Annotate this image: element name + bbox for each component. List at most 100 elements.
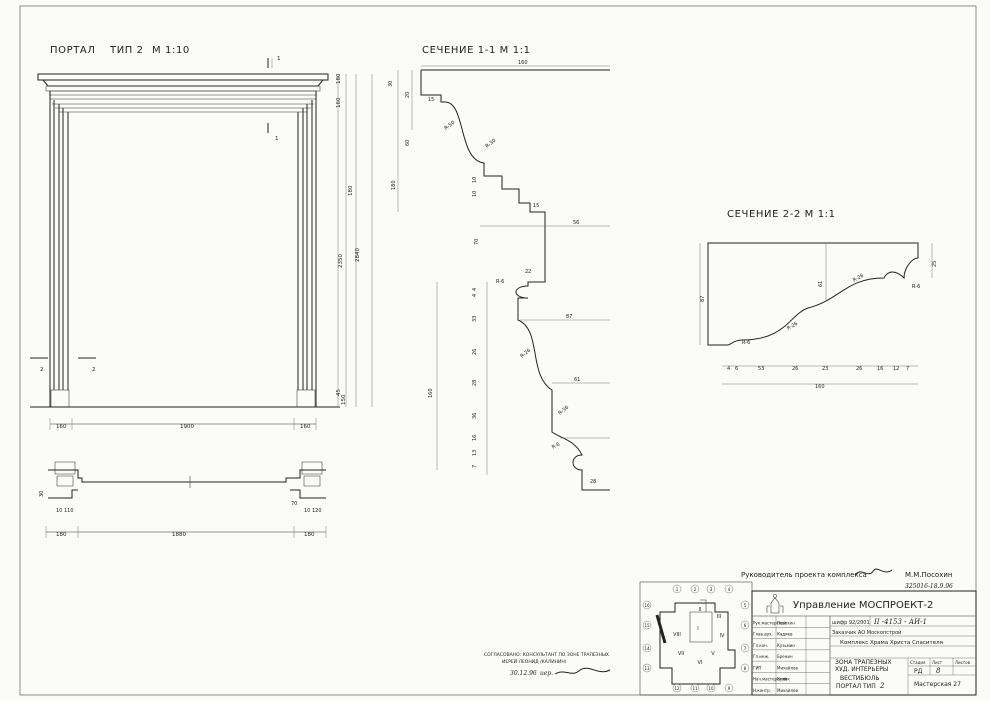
- section-22-title: СЕЧЕНИЕ 2-2 М 1:1: [727, 209, 836, 220]
- zone-IV: IV: [720, 633, 725, 639]
- plan-top-line: [48, 469, 326, 483]
- consultant-sign: иер.: [540, 670, 553, 677]
- section-22-profile: [707, 242, 919, 346]
- zone-V: V: [711, 651, 715, 657]
- plan-dim-10a: 10: [56, 508, 62, 514]
- s22-dim-87: 87: [700, 296, 706, 302]
- plan-dim-180-left: 180: [56, 532, 67, 538]
- plan-dim-70: 70: [291, 501, 297, 507]
- s11-dim-7: 7: [472, 465, 478, 468]
- cut-2-left-label: 2: [40, 367, 44, 373]
- left-plinth: [50, 389, 70, 408]
- consultant-date: 30.12.96: [510, 670, 537, 677]
- section-2-2: СЕЧЕНИЕ 2-2 М 1:1 87 61 25 R-26 R-6 R-26…: [699, 209, 938, 390]
- portal-scale: М 1:10: [152, 45, 190, 56]
- s11-dim-26: 26: [472, 349, 478, 355]
- role-title: Н.контр.: [753, 688, 771, 693]
- s22-dim-61: 61: [818, 281, 824, 287]
- portal-title: ПОРТАЛ: [50, 45, 96, 56]
- section-11-title: СЕЧЕНИЕ 1-1 М 1:1: [422, 45, 531, 56]
- s22-b-26b: 26: [856, 366, 862, 372]
- portal-elevation: ПОРТАЛ ТИП 2 М 1:10 1 1 2 2 160 1900 160: [30, 45, 373, 430]
- marker-9: 9: [728, 686, 731, 691]
- architrave-lines: [52, 103, 314, 113]
- s22-b-7: 7: [906, 366, 909, 372]
- s11-dim-180: 180: [391, 180, 397, 190]
- marker-13: 13: [644, 666, 650, 671]
- plan-left-profile: [54, 461, 76, 487]
- marker-15: 15: [644, 623, 650, 628]
- dim-160-left: 160: [56, 424, 67, 430]
- s11-dim-160-v: 160: [428, 388, 434, 398]
- zone-VII: VII: [678, 651, 684, 657]
- portal-plan: 30 10 110 70 10 120 180 1880 180: [39, 461, 327, 538]
- sheet-name-line2: ХУД. ИНТЕРЬЕРЫ: [835, 666, 888, 673]
- s11-dim-4a: 4: [472, 288, 478, 291]
- s22-b-16: 16: [877, 366, 883, 372]
- moscow-emblem-icon: [766, 594, 784, 614]
- s11-r6a: R-6: [496, 279, 504, 285]
- s11-r30: R-30: [485, 138, 498, 150]
- s11-dim-16: 16: [472, 435, 478, 441]
- s11-dim-15a: 15: [428, 97, 434, 103]
- plan-dim-1880: 1880: [172, 532, 186, 538]
- s11-dim-60: 60: [405, 140, 411, 146]
- dim-2350: 2350: [338, 254, 344, 268]
- sheet-no: 8: [936, 667, 941, 675]
- marker-11: 11: [692, 686, 698, 691]
- right-jamb-lines: [297, 91, 317, 407]
- section-11-profile: [420, 69, 610, 491]
- consultant-line1: СОГЛАСОВАНО: КОНСУЛЬТАНТ ПО ЗОНЕ ТРАПЕЗН…: [484, 652, 609, 658]
- dim-2840: 2840: [355, 248, 361, 262]
- marker-5: 5: [744, 603, 747, 608]
- s11-dim-20: 20: [405, 92, 411, 98]
- s22-r6b: R-6: [742, 340, 750, 346]
- s11-r50: R-50: [444, 120, 457, 132]
- project-head-name: М.М.Посохин: [905, 571, 952, 579]
- plan-dim-120: 120: [312, 508, 322, 514]
- frieze-lines: [49, 90, 317, 100]
- s11-dim-10a: 10: [472, 177, 478, 183]
- project-head-stamp: 325016-18.9.96: [905, 583, 953, 590]
- marker-7: 7: [744, 646, 747, 651]
- zone-II: II: [699, 607, 702, 613]
- workshop: Мастерская 27: [914, 681, 961, 688]
- role-title: Гл.инж.: [753, 654, 769, 659]
- marker-14: 14: [644, 646, 650, 651]
- zone-I: I: [697, 626, 698, 632]
- cipher-label: шифр 92/2001: [832, 620, 870, 626]
- dim-45: 45: [336, 389, 342, 396]
- marker-8: 8: [744, 666, 747, 671]
- approvals: Руководитель проекта комплекса М.М.Посох…: [484, 568, 953, 677]
- role-title: ГИП: [753, 665, 761, 670]
- marker-4: 4: [728, 587, 731, 592]
- role-title: Рук.мастерской: [753, 620, 787, 625]
- s22-r6a: R-6: [912, 284, 920, 290]
- plan-dim-30: 30: [39, 491, 45, 497]
- s22-dim-25: 25: [932, 261, 938, 267]
- role-person: Посохин: [777, 620, 795, 625]
- s22-r26a: R-26: [852, 273, 865, 284]
- s22-b-6: 6: [735, 366, 738, 372]
- s11-dim-28: 28: [472, 380, 478, 386]
- dim-160-v: 160: [336, 97, 342, 108]
- object-name: Комплекс Храма Христа Спасителя: [840, 640, 943, 646]
- dim-180-v: 180: [348, 185, 354, 196]
- s11-dim-30: 30: [388, 81, 394, 87]
- customer: Заказчик АО Москопстрой: [832, 629, 901, 636]
- title-block: Управление МОСПРОЕКТ-2 шифр 92/2001 II -…: [751, 590, 977, 696]
- cut-1-bottom-label: 1: [275, 136, 279, 142]
- sheet-name-line1: ЗОНА ТРАПЕЗНЫХ: [835, 659, 892, 666]
- sheet-label: Лист: [932, 660, 943, 665]
- s11-dim-61: 61: [574, 377, 580, 383]
- s11-r26: R-26: [519, 348, 532, 360]
- role-person: Михайлов: [777, 688, 798, 693]
- drawing-line1: ВЕСТИБЮЛЬ: [840, 675, 879, 682]
- key-plan-core: [689, 599, 713, 643]
- role-person: Кузьмин: [777, 643, 795, 648]
- plan-dim-180-right: 180: [304, 532, 315, 538]
- s11-dim-160-top: 160: [518, 60, 528, 66]
- key-plan-outline: [659, 602, 736, 685]
- roles-table: Рук.мастерскойПосохинГлав.арх.КадиевГл.к…: [752, 620, 830, 696]
